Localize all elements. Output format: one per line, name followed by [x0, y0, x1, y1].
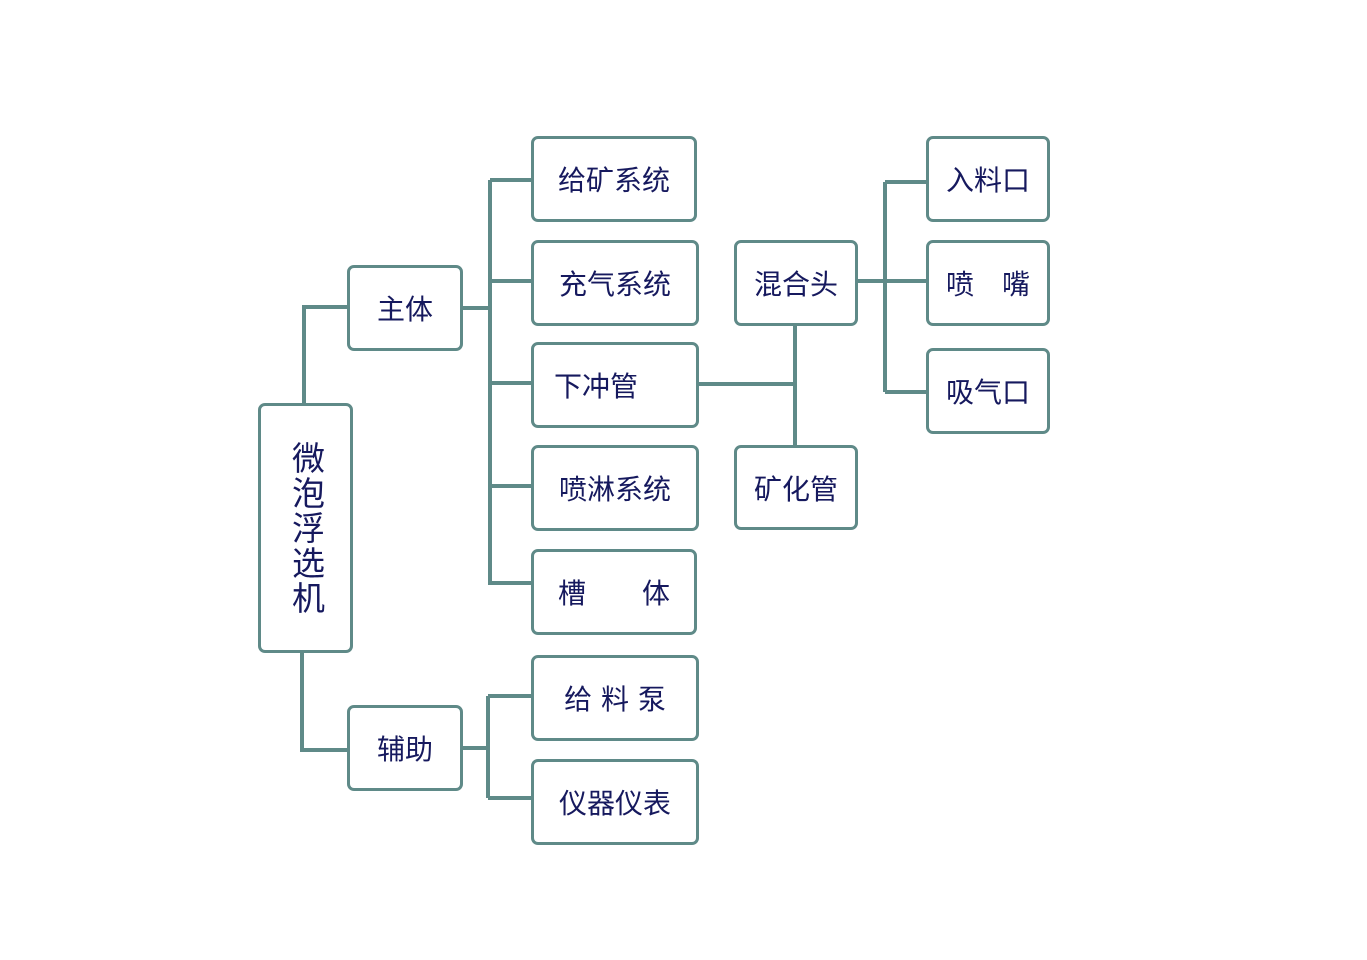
node-aeration-system: 充气系统 — [531, 240, 699, 326]
node-downcomer: 下冲管 — [531, 342, 699, 428]
node-mineralization-tube: 矿化管 — [734, 445, 858, 530]
node-root: 微泡浮选机 — [258, 403, 353, 653]
connector-root-aux — [300, 652, 347, 752]
connector-root-main — [302, 305, 347, 403]
node-aux: 辅助 — [347, 705, 463, 791]
node-nozzle: 喷 嘴 — [926, 240, 1050, 326]
node-air-inlet: 吸气口 — [926, 348, 1050, 434]
node-inlet: 入料口 — [926, 136, 1050, 222]
node-feed-pump: 给 料 泵 — [531, 655, 699, 741]
node-tank: 槽 体 — [531, 549, 697, 635]
node-instruments: 仪器仪表 — [531, 759, 699, 845]
node-mixing-head: 混合头 — [734, 240, 858, 326]
node-main: 主体 — [347, 265, 463, 351]
node-feed-system: 给矿系统 — [531, 136, 697, 222]
node-spray-system: 喷淋系统 — [531, 445, 699, 531]
